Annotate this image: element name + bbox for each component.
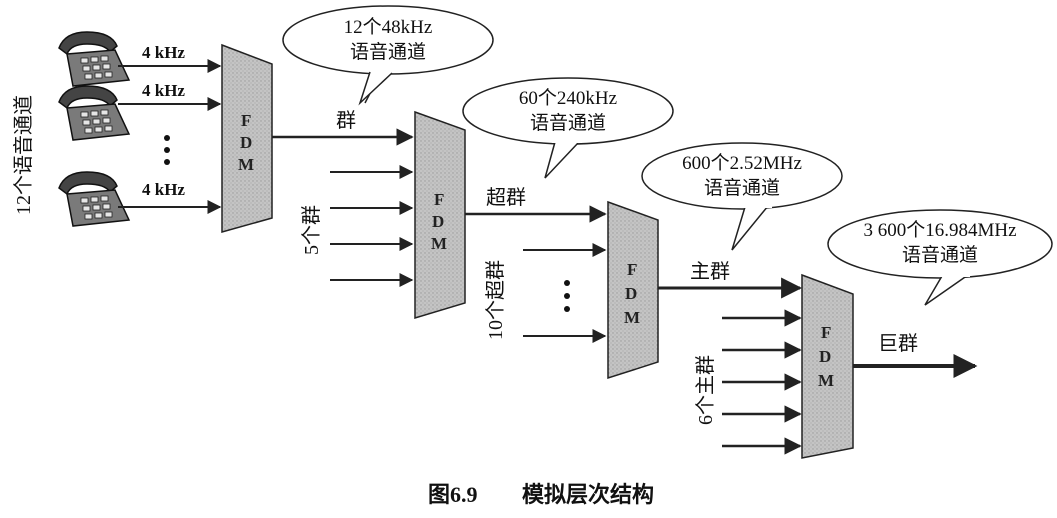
output-label-supergroup: 超群 [486,186,526,209]
vertical-ellipsis-phones [164,135,170,165]
svg-text:60个240kHz: 60个240kHz [519,87,617,109]
svg-text:F: F [821,323,831,342]
fdm-multiplexer-2: F D M [414,110,466,320]
phone-count-label: 12个语音通道 [12,95,35,215]
svg-text:M: M [238,155,254,174]
callout-bubble-3: 600个2.52MHz 语音通道 [641,142,843,251]
figure-caption: 图6.9 模拟层次结构 [428,482,654,507]
fdm-multiplexer-3: F D M [607,200,659,380]
callout-bubble-1: 12个48kHz 语音通道 [282,5,494,106]
svg-text:图6.9: 图6.9 [428,482,478,507]
telephone-icon-2 [58,85,131,141]
svg-text:模拟层次结构: 模拟层次结构 [522,482,654,507]
rate-label-2: 4 kHz [142,81,185,100]
fdm-multiplexer-4: F D M [801,273,854,459]
output-label-mastergroup: 主群 [690,260,730,283]
input-count-groups: 5个群 [300,205,323,255]
svg-text:语音通道: 语音通道 [530,112,606,134]
group-input-arrows [330,165,414,287]
callout-bubble-2: 60个240kHz 语音通道 [462,77,674,179]
svg-text:语音通道: 语音通道 [704,177,780,199]
svg-text:F: F [241,111,251,130]
telephone-icon-1 [58,31,131,87]
svg-text:D: D [819,347,831,366]
svg-text:M: M [818,371,834,390]
supergroup-input-arrows [523,243,607,343]
svg-text:语音通道: 语音通道 [350,41,426,63]
svg-text:600个2.52MHz: 600个2.52MHz [682,152,802,174]
callout-bubble-4: 3 600个16.984MHz 语音通道 [827,209,1053,306]
mastergroup-input-arrows [722,309,802,455]
svg-text:F: F [434,190,444,209]
output-label-jumbogroup: 巨群 [878,332,918,355]
svg-text:M: M [624,308,640,327]
vertical-ellipsis-supergroups [564,280,570,312]
svg-text:D: D [432,212,444,231]
input-count-supergroups: 10个超群 [484,260,507,340]
rate-label-3: 4 kHz [142,180,185,199]
phone-input-arrows [118,59,222,214]
svg-text:12个48kHz: 12个48kHz [344,16,433,38]
input-count-mastergroups: 6个主群 [694,355,717,425]
rate-label-1: 4 kHz [142,43,185,62]
svg-text:D: D [240,133,252,152]
svg-text:M: M [431,234,447,253]
svg-text:D: D [625,284,637,303]
fdm-multiplexer-1: F D M [221,43,273,233]
output-label-group: 群 [336,109,356,132]
svg-text:语音通道: 语音通道 [902,244,978,266]
svg-text:3 600个16.984MHz: 3 600个16.984MHz [863,219,1016,241]
svg-text:F: F [627,260,637,279]
telephone-icon-3 [58,171,131,227]
